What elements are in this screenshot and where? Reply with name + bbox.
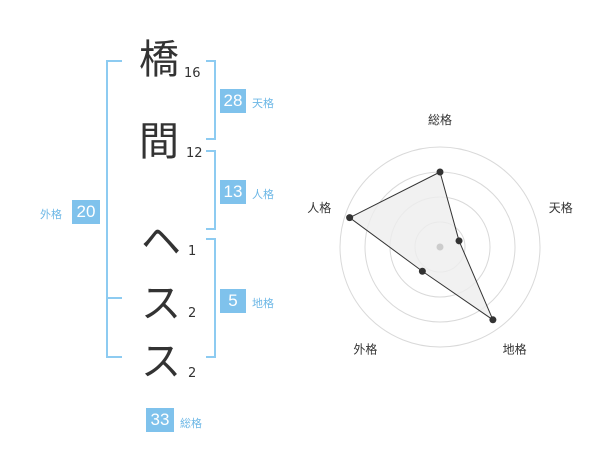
stroke-count-5: 2	[188, 366, 197, 381]
jinkaku-label: 人格	[252, 188, 274, 201]
radar-point	[436, 168, 444, 176]
name-char-2: 間	[139, 119, 179, 165]
name-char-1: 橋	[139, 37, 179, 83]
radar-point	[489, 316, 497, 324]
name-char-3: ヘ	[141, 219, 181, 265]
name-char-4: ス	[141, 281, 181, 327]
name-char-5: ス	[141, 339, 181, 385]
jinkaku-bracket	[206, 150, 216, 230]
tenkaku-value: 28	[220, 89, 246, 113]
stroke-count-1: 16	[184, 66, 201, 81]
radar-point	[346, 214, 354, 222]
gaikaku-label: 外格	[40, 208, 62, 221]
radar-axis-label: 総格	[428, 112, 452, 127]
soukaku-label: 総格	[180, 417, 202, 430]
soukaku-value: 33	[146, 408, 174, 432]
radar-axis-label: 天格	[549, 200, 573, 215]
tenkaku-bracket	[206, 60, 216, 140]
radar-point	[455, 237, 463, 245]
jinkaku-value: 13	[220, 180, 246, 204]
gaikaku-bracket-split	[106, 297, 122, 299]
tenkaku-label: 天格	[252, 97, 274, 110]
chikaku-value: 5	[220, 289, 246, 313]
stroke-count-3: 1	[188, 244, 197, 259]
radar-axis-label: 人格	[307, 200, 331, 215]
chikaku-label: 地格	[252, 297, 274, 310]
gaikaku-value: 20	[72, 200, 100, 224]
stroke-count-2: 12	[186, 146, 203, 161]
radar-axis-label: 外格	[353, 342, 377, 357]
stroke-count-4: 2	[188, 306, 197, 321]
radar-ring	[339, 146, 541, 348]
chikaku-bracket	[206, 238, 216, 358]
radar-axis-label: 地格	[503, 342, 527, 357]
radar-center-dot	[436, 243, 444, 251]
radar-polygon	[348, 171, 495, 322]
gaikaku-bracket	[106, 60, 122, 358]
radar-point	[418, 267, 426, 275]
